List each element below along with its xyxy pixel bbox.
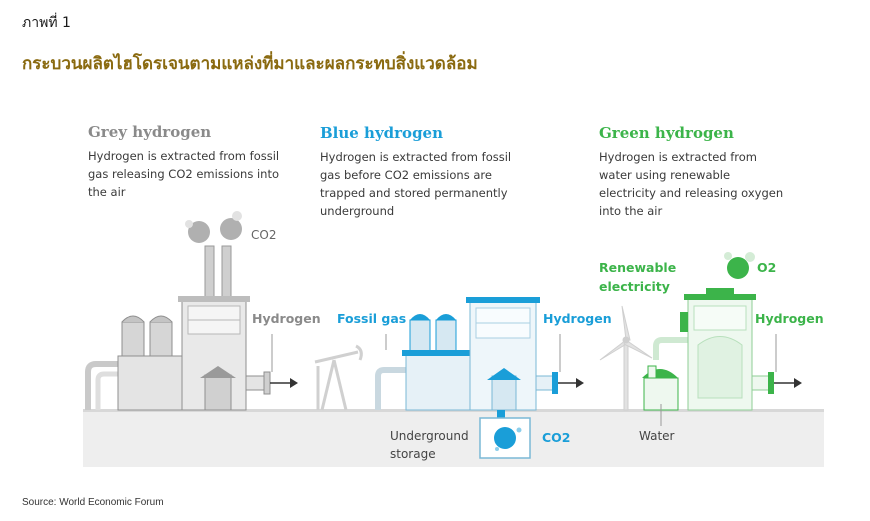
ground-panel <box>83 412 824 467</box>
green-plant <box>599 252 802 426</box>
o2-label: O2 <box>757 260 777 275</box>
grey-hydrogen-description: Hydrogen is extracted from fossil gas re… <box>88 149 280 199</box>
blue-hydrogen-description: Hydrogen is extracted from fossil gas be… <box>320 150 512 218</box>
blue-plant <box>314 297 584 459</box>
grey-smoke-puff-2 <box>220 218 242 240</box>
underground-storage-box <box>479 417 531 459</box>
blue-hydrogen-label: Hydrogen <box>543 311 612 326</box>
blue-building-low <box>405 353 473 411</box>
grey-chimney-1 <box>204 245 215 299</box>
page-title: กระบวนผลิตไฮโดรเจนตามแหล่งที่มาและผลกระท… <box>22 54 478 74</box>
pump-jack <box>314 344 363 411</box>
blue-co2-label: CO2 <box>542 430 571 445</box>
renewable-electricity-label: Renewable electricity <box>599 260 677 294</box>
grey-hydrogen-label: Hydrogen <box>252 311 321 326</box>
source-credit: Source: World Economic Forum <box>22 497 164 508</box>
wind-turbine <box>599 305 653 411</box>
blue-hydrogen-title: Blue hydrogen <box>320 124 444 142</box>
water-label: Water <box>639 429 675 443</box>
grey-co2-label: CO2 <box>251 228 277 242</box>
green-hydrogen-label: Hydrogen <box>755 311 824 326</box>
grey-plant <box>85 211 298 411</box>
fossil-gas-label: Fossil gas <box>337 311 407 326</box>
grey-chimney-2 <box>221 245 232 299</box>
figure-label: ภาพที่ 1 <box>22 15 71 31</box>
green-hydrogen-description: Hydrogen is extracted from water using r… <box>599 150 784 218</box>
grey-smoke-puff-1 <box>188 221 210 243</box>
grey-building-low <box>117 355 189 411</box>
o2-bubble <box>727 257 749 279</box>
underground-storage-label: Underground storage <box>390 429 469 461</box>
grey-hydrogen-title: Grey hydrogen <box>88 123 212 141</box>
co2-storage-dot <box>494 427 516 449</box>
green-hydrogen-title: Green hydrogen <box>599 124 734 142</box>
